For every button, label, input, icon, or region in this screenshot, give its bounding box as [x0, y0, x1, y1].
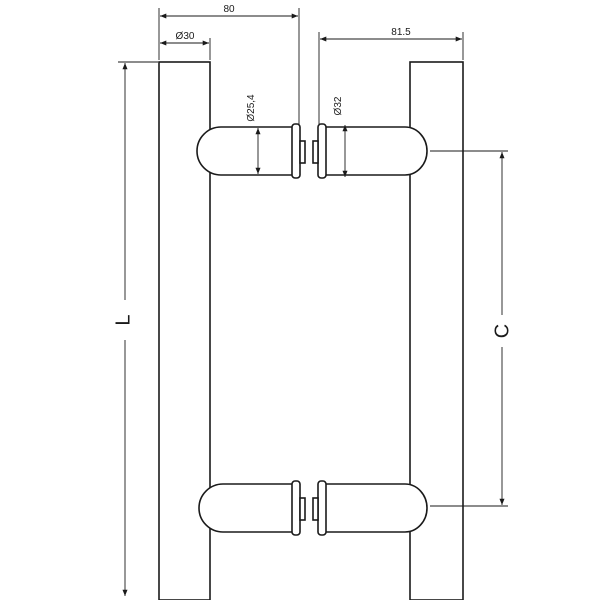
dim-c-label: C: [491, 324, 513, 338]
top-left-collar: [299, 140, 306, 164]
top-right-flange: [317, 123, 327, 179]
dim-d25-4-label: Ø25,4: [246, 94, 257, 122]
bottom-left-collar: [299, 497, 306, 521]
dim-d32-label: Ø32: [333, 96, 344, 115]
top-right-collar: [312, 140, 319, 164]
bottom-right-flange: [317, 480, 327, 536]
dim-81-5-label: 81.5: [391, 27, 411, 38]
dim-l-label: L: [112, 314, 134, 325]
top-left-flange: [291, 123, 301, 179]
top-right-standoff: [324, 126, 428, 176]
bottom-right-standoff: [324, 483, 428, 533]
bottom-left-standoff: [198, 483, 298, 533]
bottom-right-collar: [312, 497, 319, 521]
bottom-left-flange: [291, 480, 301, 536]
dim-80-label: 80: [223, 4, 235, 15]
dim-d30-label: Ø30: [176, 31, 195, 42]
top-left-standoff: [196, 126, 298, 176]
